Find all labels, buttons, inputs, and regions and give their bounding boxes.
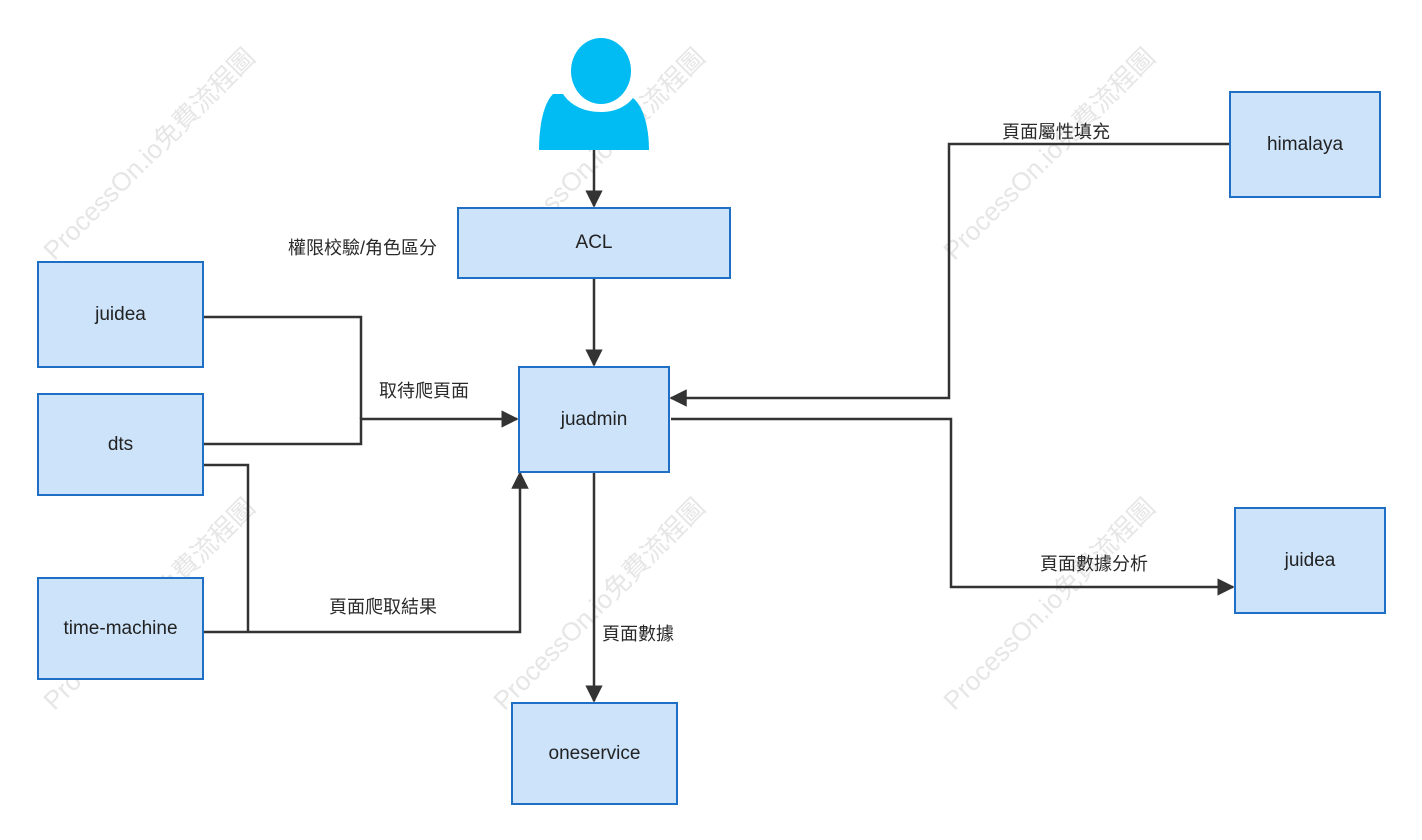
label-fetch-pending: 取待爬頁面 [379,381,469,401]
juidea-left-node[interactable]: juidea [37,261,204,368]
oneservice-node-label: oneservice [548,742,641,764]
time-machine-node-label: time-machine [63,617,178,639]
dts-node[interactable]: dts [37,393,204,496]
juadmin-node[interactable]: juadmin [518,366,670,473]
label-crawl-result: 頁面爬取結果 [329,597,437,617]
edge-dts-crawl [204,463,250,632]
acl-node-label: ACL [575,232,613,253]
label-attr-fill: 頁面屬性填充 [1002,122,1110,142]
edge-timemachine-crawl-juadmin [204,471,529,634]
juidea-right-node-label: juidea [1284,549,1336,571]
oneservice-node[interactable]: oneservice [511,702,678,805]
edge-dts-fetch-juadmin [204,410,519,446]
juidea-right-node[interactable]: juidea [1234,507,1386,614]
juidea-left-node-label: juidea [95,303,146,325]
edge-juidea-merge [204,315,363,419]
juadmin-node-label: juadmin [560,408,628,430]
time-machine-node[interactable]: time-machine [37,577,204,680]
dts-node-label: dts [107,433,134,455]
himalaya-node[interactable]: himalaya [1229,91,1381,198]
label-data-analysis: 頁面數據分析 [1040,554,1148,574]
himalaya-node-label: himalaya [1266,133,1344,155]
user-icon [539,38,649,150]
label-page-data: 頁面數據 [602,624,674,644]
edge-juadmin-juidea-right [671,417,1235,596]
edge-himalaya-juadmin [669,142,1229,407]
acl-node[interactable]: ACL [457,207,731,279]
label-acl-check: 權限校驗/角色區分 [288,238,438,258]
